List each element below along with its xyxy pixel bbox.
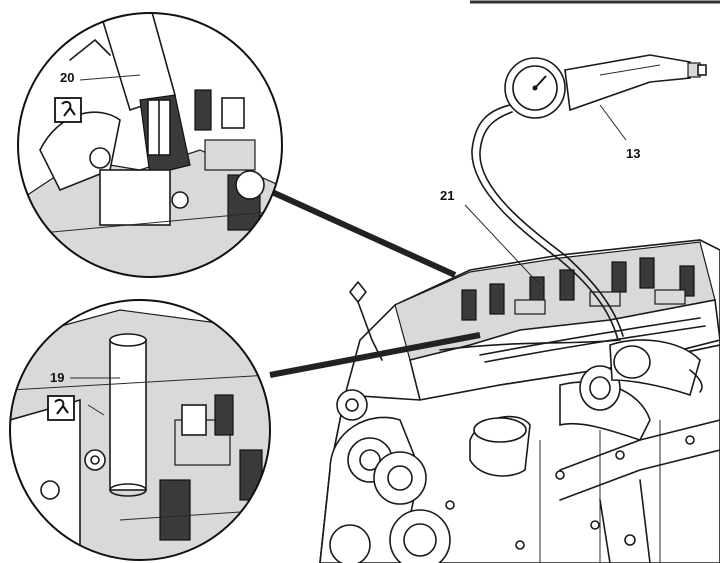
engine-block	[319, 239, 720, 563]
callout-sleeve-tool: 20	[60, 70, 74, 85]
detail-circle-top	[17, 12, 283, 278]
callout-hose-adapter: 21	[440, 188, 454, 203]
coolant-pipes	[469, 339, 703, 477]
callout-gauge: 13	[626, 146, 640, 161]
callout-rod-tool: 19	[50, 370, 64, 385]
block-details	[445, 419, 720, 563]
leader-lines	[464, 104, 627, 286]
tool-symbol-top	[54, 97, 82, 123]
compression-gauge	[471, 54, 707, 341]
timing-cover	[319, 389, 451, 563]
detail-connectors	[269, 189, 481, 378]
valve-springs	[461, 257, 695, 321]
tool-symbol-bottom	[47, 395, 75, 421]
wrench-icon	[61, 100, 76, 117]
detail-circle-bottom	[9, 299, 271, 561]
wrench-icon	[54, 398, 69, 415]
